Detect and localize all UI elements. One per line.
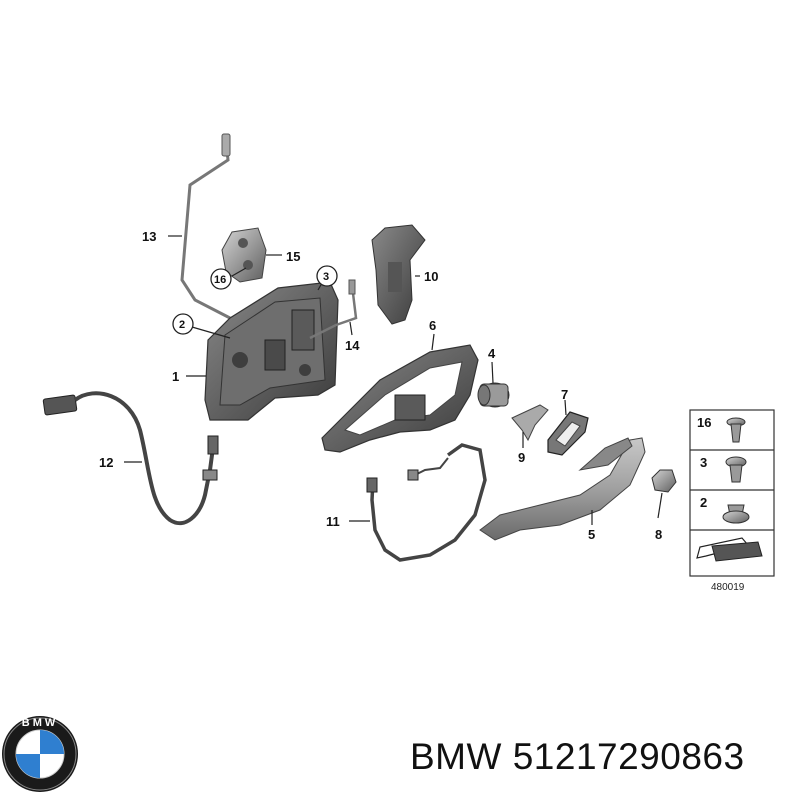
- screw-16-icon: [726, 417, 746, 443]
- logo-lettering: BMW: [22, 717, 59, 729]
- diagram-number: 480019: [711, 582, 745, 593]
- part-4-lock-cylinder: [477, 382, 510, 408]
- callout-5: 5: [588, 527, 595, 542]
- callout-14: 14: [345, 338, 360, 353]
- callout-4: 4: [488, 346, 496, 361]
- part-11-cable: [366, 443, 487, 562]
- callout-13: 13: [142, 229, 156, 244]
- legend-item-2: 2: [700, 495, 707, 510]
- callout-8: 8: [655, 527, 662, 542]
- callout-2: 2: [179, 319, 185, 331]
- part-14-rod: [309, 279, 358, 340]
- part-caption: BMW 51217290863: [410, 736, 745, 778]
- bmw-logo-icon: BMW: [2, 716, 78, 792]
- part-10-bracket: [371, 224, 426, 325]
- brand-name: BMW: [410, 736, 502, 777]
- callout-2-circle: [172, 313, 194, 335]
- part-1-door-lock: [204, 281, 339, 421]
- leader-lines: [124, 235, 663, 525]
- part-5-outer-handle: [479, 437, 646, 541]
- part-12-cable: [42, 391, 219, 526]
- part-number: 51217290863: [512, 736, 745, 777]
- part-8-cap: [651, 469, 677, 493]
- part-15-striker: [221, 227, 267, 283]
- callout-10: 10: [424, 269, 438, 284]
- legend-item-16: 16: [697, 415, 711, 430]
- insert-arrow-icon: [696, 537, 763, 562]
- part-7-gasket: [547, 411, 589, 456]
- screw-2-icon: [722, 504, 750, 524]
- callout-7: 7: [561, 387, 568, 402]
- screw-3-icon: [725, 456, 747, 483]
- callout-15: 15: [286, 249, 300, 264]
- legend-item-3: 3: [700, 455, 707, 470]
- callout-3: 3: [323, 271, 329, 283]
- part-13-rod: [180, 133, 231, 320]
- callout-11: 11: [326, 514, 340, 529]
- callout-6: 6: [429, 318, 436, 333]
- callout-16: 16: [214, 274, 226, 286]
- fastener-legend: 16 3 2 480019: [689, 409, 775, 593]
- part-6-handle-carrier: [321, 344, 479, 453]
- callouts: 13 15 16 3 10 2 1 14 6 4 7 9 12 11 5 8: [99, 229, 662, 542]
- callout-3-circle: [316, 265, 338, 287]
- callout-16-circle: [210, 268, 232, 290]
- callout-1: 1: [172, 369, 179, 384]
- callout-12: 12: [99, 455, 113, 470]
- callout-9: 9: [518, 450, 525, 465]
- part-9-clip: [511, 404, 549, 442]
